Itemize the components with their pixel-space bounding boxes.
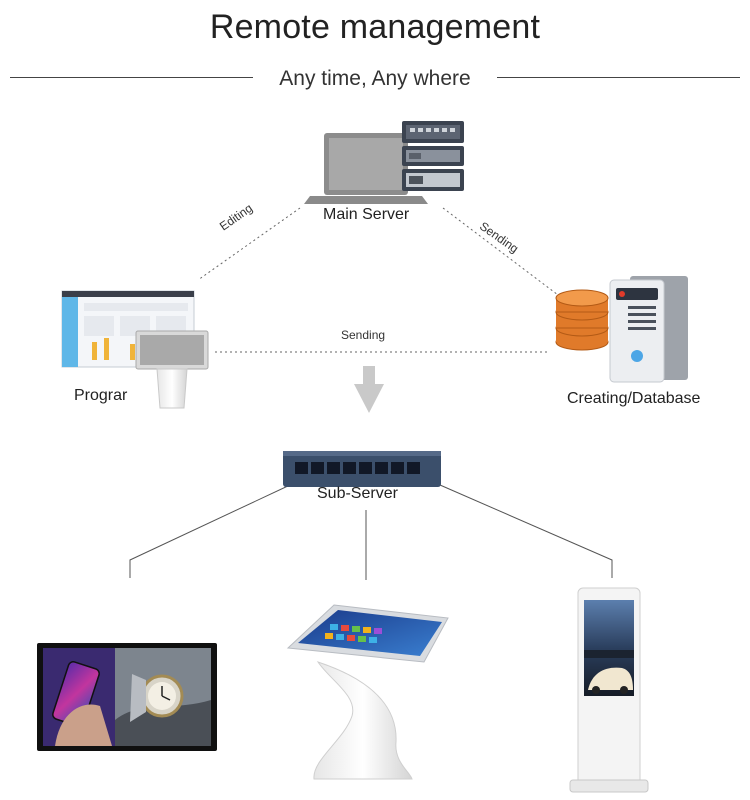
touch-kiosk-icon [286,604,449,780]
subtitle-row: Any time, Any where [0,64,750,94]
edge-main-to-program [197,207,301,281]
wall-display-icon [37,643,217,751]
database-icon [555,276,688,383]
page-subtitle: Any time, Any where [279,67,471,90]
edge-sub-to-left-display [129,484,291,578]
edge-main-to-database [442,207,563,299]
edge-label-sending-middle: Sending [341,328,386,342]
connection-lines [129,207,613,580]
database-label: Creating/Database [567,390,701,407]
main-server-icon [304,121,464,204]
edge-sub-to-totem [439,484,613,578]
subtitle-rule-right [497,77,740,78]
sub-server-switch-icon [283,451,441,487]
main-server-label: Main Server [323,206,410,223]
program-editor-icon [61,290,209,409]
page-title: Remote management [209,8,541,46]
program-label: Prograr [74,387,128,404]
sub-server-label: Sub-Server [317,485,398,502]
subtitle-rule-left [10,77,253,78]
standing-totem-icon [569,587,649,793]
down-arrow-icon [354,366,384,413]
